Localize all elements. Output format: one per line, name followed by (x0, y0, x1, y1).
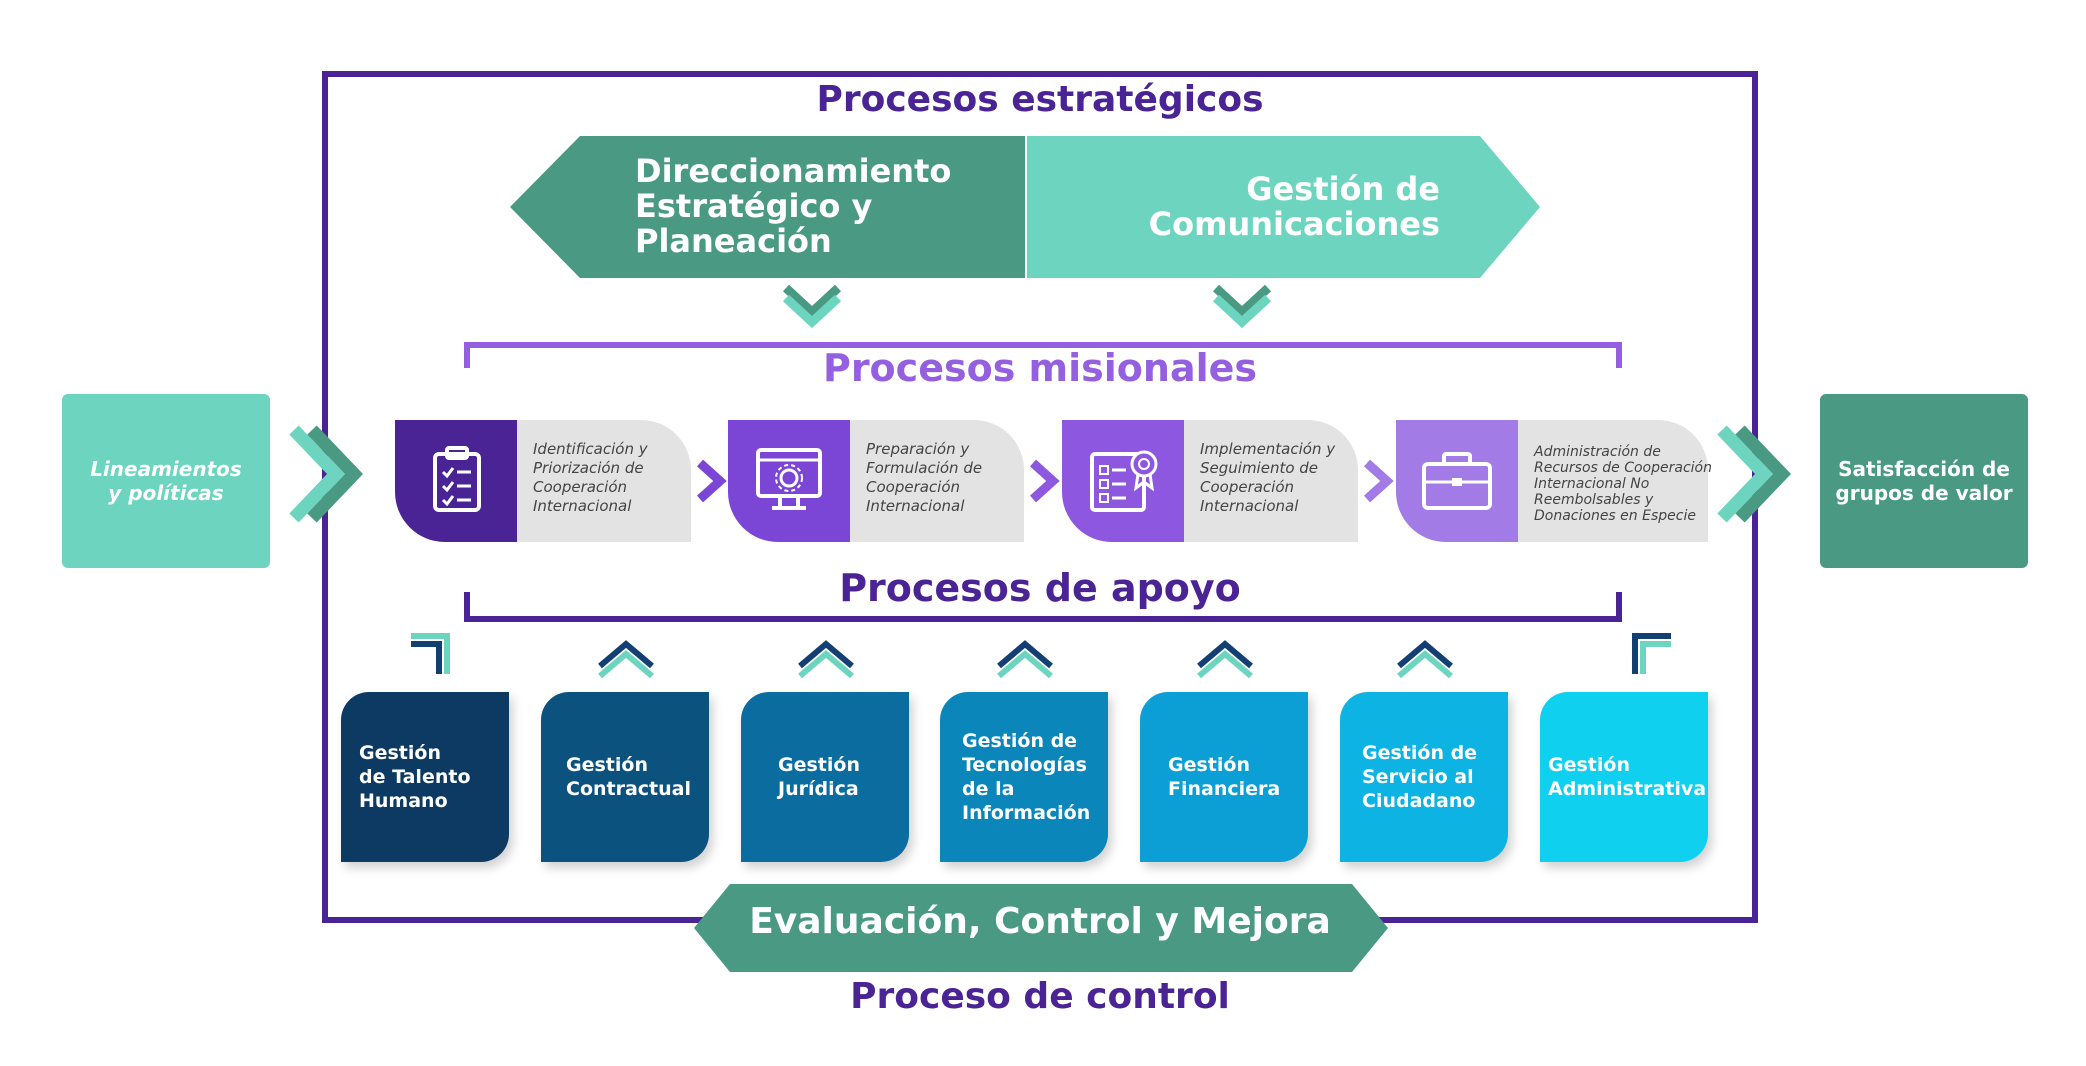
strategic-banner (510, 136, 1540, 278)
missional-process-label: Identificación y Priorización de Coopera… (533, 440, 648, 515)
missional-bracket (464, 342, 1622, 368)
chevron-up-icon (798, 640, 854, 679)
strategic-processes-heading: Procesos estratégicos (816, 79, 1264, 120)
arrow-right-icon (1029, 459, 1060, 503)
control-banner-shape (694, 884, 1388, 972)
missional-process-label: Implementación y Seguimiento de Cooperac… (1200, 440, 1336, 515)
missional-process-label: Administración de Recursos de Cooperació… (1534, 444, 1712, 524)
chevron-right-icon (1717, 425, 1791, 523)
strategic-label-comunicaciones: Gestión de Comunicaciones (1148, 170, 1440, 243)
arrow-right-icon (1363, 459, 1394, 503)
support-box-talento-humano: Gestión de Talento Humano (341, 692, 509, 862)
monitor-gear-icon (728, 420, 850, 542)
missional-process-implementacion: Implementación y Seguimiento de Cooperac… (1062, 420, 1358, 542)
input-lineamientos-box: Lineamientos y políticas (62, 394, 270, 568)
missional-process-administracion: Administración de Recursos de Cooperació… (1396, 420, 1712, 542)
corner-chevron-icon (1632, 633, 1671, 674)
clipboard-checklist-icon (395, 420, 517, 542)
chevron-up-icon (598, 640, 654, 679)
chevron-up-icon (1197, 640, 1253, 679)
strategic-block-comunicaciones (1026, 136, 1540, 278)
control-banner-label: Evaluación, Control y Mejora (749, 901, 1331, 942)
arrow-right-icon (696, 459, 727, 503)
certificate-document-icon (1062, 420, 1184, 542)
corner-chevron-icon (411, 633, 450, 674)
support-bracket (464, 592, 1622, 622)
strategic-block-direccionamiento (510, 136, 1026, 278)
chevron-up-icon (997, 640, 1053, 679)
support-processes-heading: Procesos de apoyo (839, 566, 1241, 610)
chevron-up-icon (1397, 640, 1453, 679)
support-box-tecnologias: Gestión de Tecnologías de la Información (940, 692, 1108, 862)
chevron-down-icon (1212, 284, 1272, 328)
support-box-administrativa: Gestión Administrativa (1540, 692, 1708, 862)
missional-processes-heading: Procesos misionales (822, 346, 1258, 390)
control-process-heading: Proceso de control (850, 976, 1230, 1017)
support-box-contractual: Gestión Contractual (541, 692, 709, 862)
briefcase-icon (1396, 420, 1518, 542)
missional-process-label: Preparación y Formulación de Cooperación… (866, 440, 983, 515)
strategic-label-direccionamiento: Direccionamiento Estratégico y Planeació… (635, 152, 952, 260)
output-satisfaccion-box: Satisfacción de grupos de valor (1820, 394, 2028, 568)
chevron-down-icon (782, 284, 842, 328)
chevron-right-icon (289, 425, 363, 523)
missional-process-preparacion: Preparación y Formulación de Cooperación… (728, 420, 1024, 542)
support-box-juridica: Gestión Jurídica (741, 692, 909, 862)
support-box-servicio-ciudadano: Gestión de Servicio al Ciudadano (1340, 692, 1508, 862)
missional-process-identificacion: Identificación y Priorización de Coopera… (395, 420, 691, 542)
support-box-financiera: Gestión Financiera (1140, 692, 1308, 862)
